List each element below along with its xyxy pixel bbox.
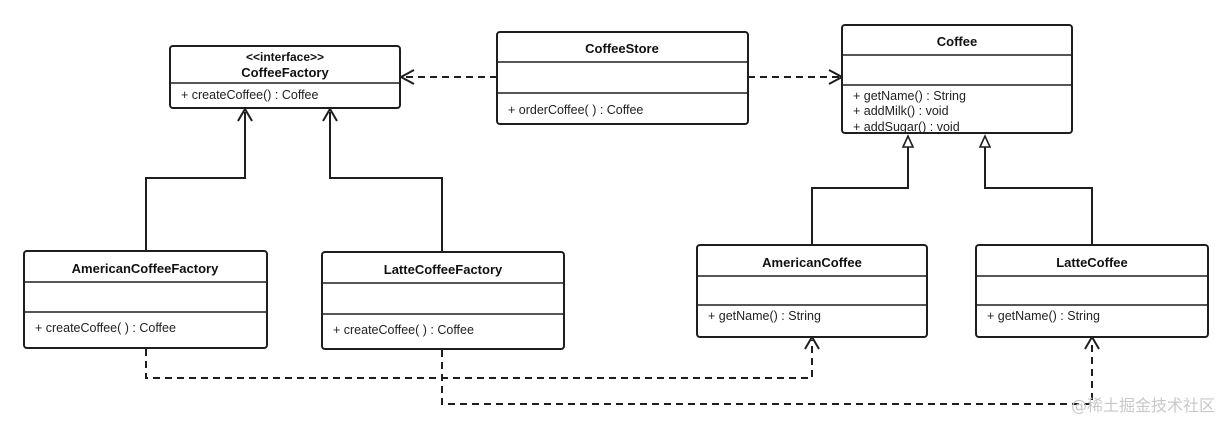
hollow-triangle-icon <box>901 134 915 148</box>
class-latte-coffee-factory[interactable]: LatteCoffeeFactory + createCoffee( ) : C… <box>321 251 565 350</box>
realization-american-factory <box>145 112 246 251</box>
generalization-american-coffee <box>811 147 909 245</box>
class-method: + getName() : String <box>987 309 1100 323</box>
realization-latte-factory <box>329 112 443 252</box>
class-name: AmericanCoffee <box>762 255 862 270</box>
class-method: + orderCoffee( ) : Coffee <box>508 103 643 117</box>
class-method: + getName() : String <box>853 89 966 103</box>
class-latte-coffee[interactable]: LatteCoffee + getName() : String <box>975 244 1209 338</box>
class-method: + createCoffee() : Coffee <box>181 88 319 102</box>
class-method: + getName() : String <box>708 309 821 323</box>
class-method: + addSugar() : void <box>853 120 960 134</box>
class-coffee-store[interactable]: CoffeeStore + orderCoffee( ) : Coffee <box>496 31 749 125</box>
dependency-latte-factory-to-coffee <box>441 340 1093 405</box>
class-name: Coffee <box>937 34 977 49</box>
class-name: LatteCoffee <box>1056 255 1128 270</box>
class-american-coffee-factory[interactable]: AmericanCoffeeFactory + createCoffee( ) … <box>23 250 268 349</box>
watermark: @稀土掘金技术社区 <box>1070 396 1215 415</box>
class-stereotype: <<interface>> <box>246 50 324 64</box>
class-method: + createCoffee( ) : Coffee <box>35 321 176 335</box>
class-coffee-factory[interactable]: <<interface>> CoffeeFactory + createCoff… <box>169 45 401 109</box>
class-method: + createCoffee( ) : Coffee <box>333 323 474 337</box>
hollow-triangle-icon <box>978 134 992 148</box>
class-coffee[interactable]: Coffee + getName() : String + addMilk() … <box>841 24 1073 134</box>
class-name: LatteCoffeeFactory <box>384 262 503 277</box>
class-name: AmericanCoffeeFactory <box>72 261 219 276</box>
generalization-latte-coffee <box>984 147 1093 245</box>
class-name: CoffeeFactory <box>241 65 329 80</box>
class-american-coffee[interactable]: AmericanCoffee + getName() : String <box>696 244 928 338</box>
dependency-american-factory-to-coffee <box>145 340 813 379</box>
class-method: + addMilk() : void <box>853 104 949 118</box>
class-name: CoffeeStore <box>585 41 659 56</box>
